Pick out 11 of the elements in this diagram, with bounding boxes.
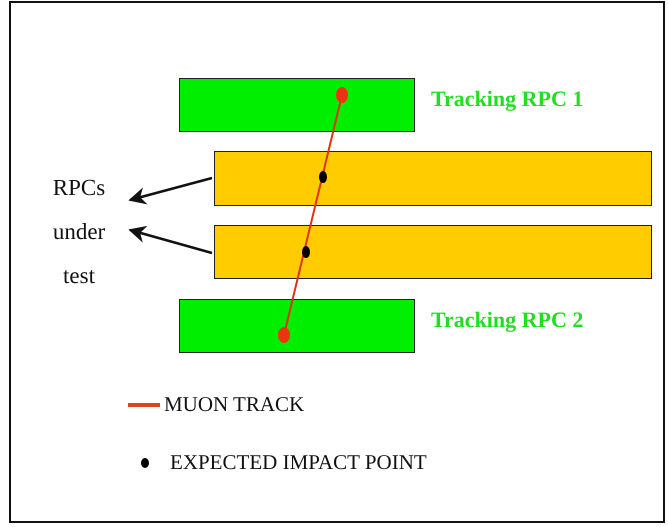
legend-text: MUON TRACK <box>164 392 304 417</box>
detector-plate <box>214 225 652 279</box>
arrow <box>128 176 212 204</box>
legend-text: EXPECTED IMPACT POINT <box>170 450 427 475</box>
detector-plate <box>214 151 652 206</box>
plate-label: Tracking RPC 2 <box>431 307 584 333</box>
detector-plate <box>179 78 415 132</box>
plate-label: Tracking RPC 1 <box>431 86 584 112</box>
annotation-text: RPCs under test <box>52 174 106 290</box>
arrow <box>128 226 212 254</box>
detector-plate <box>179 299 415 353</box>
